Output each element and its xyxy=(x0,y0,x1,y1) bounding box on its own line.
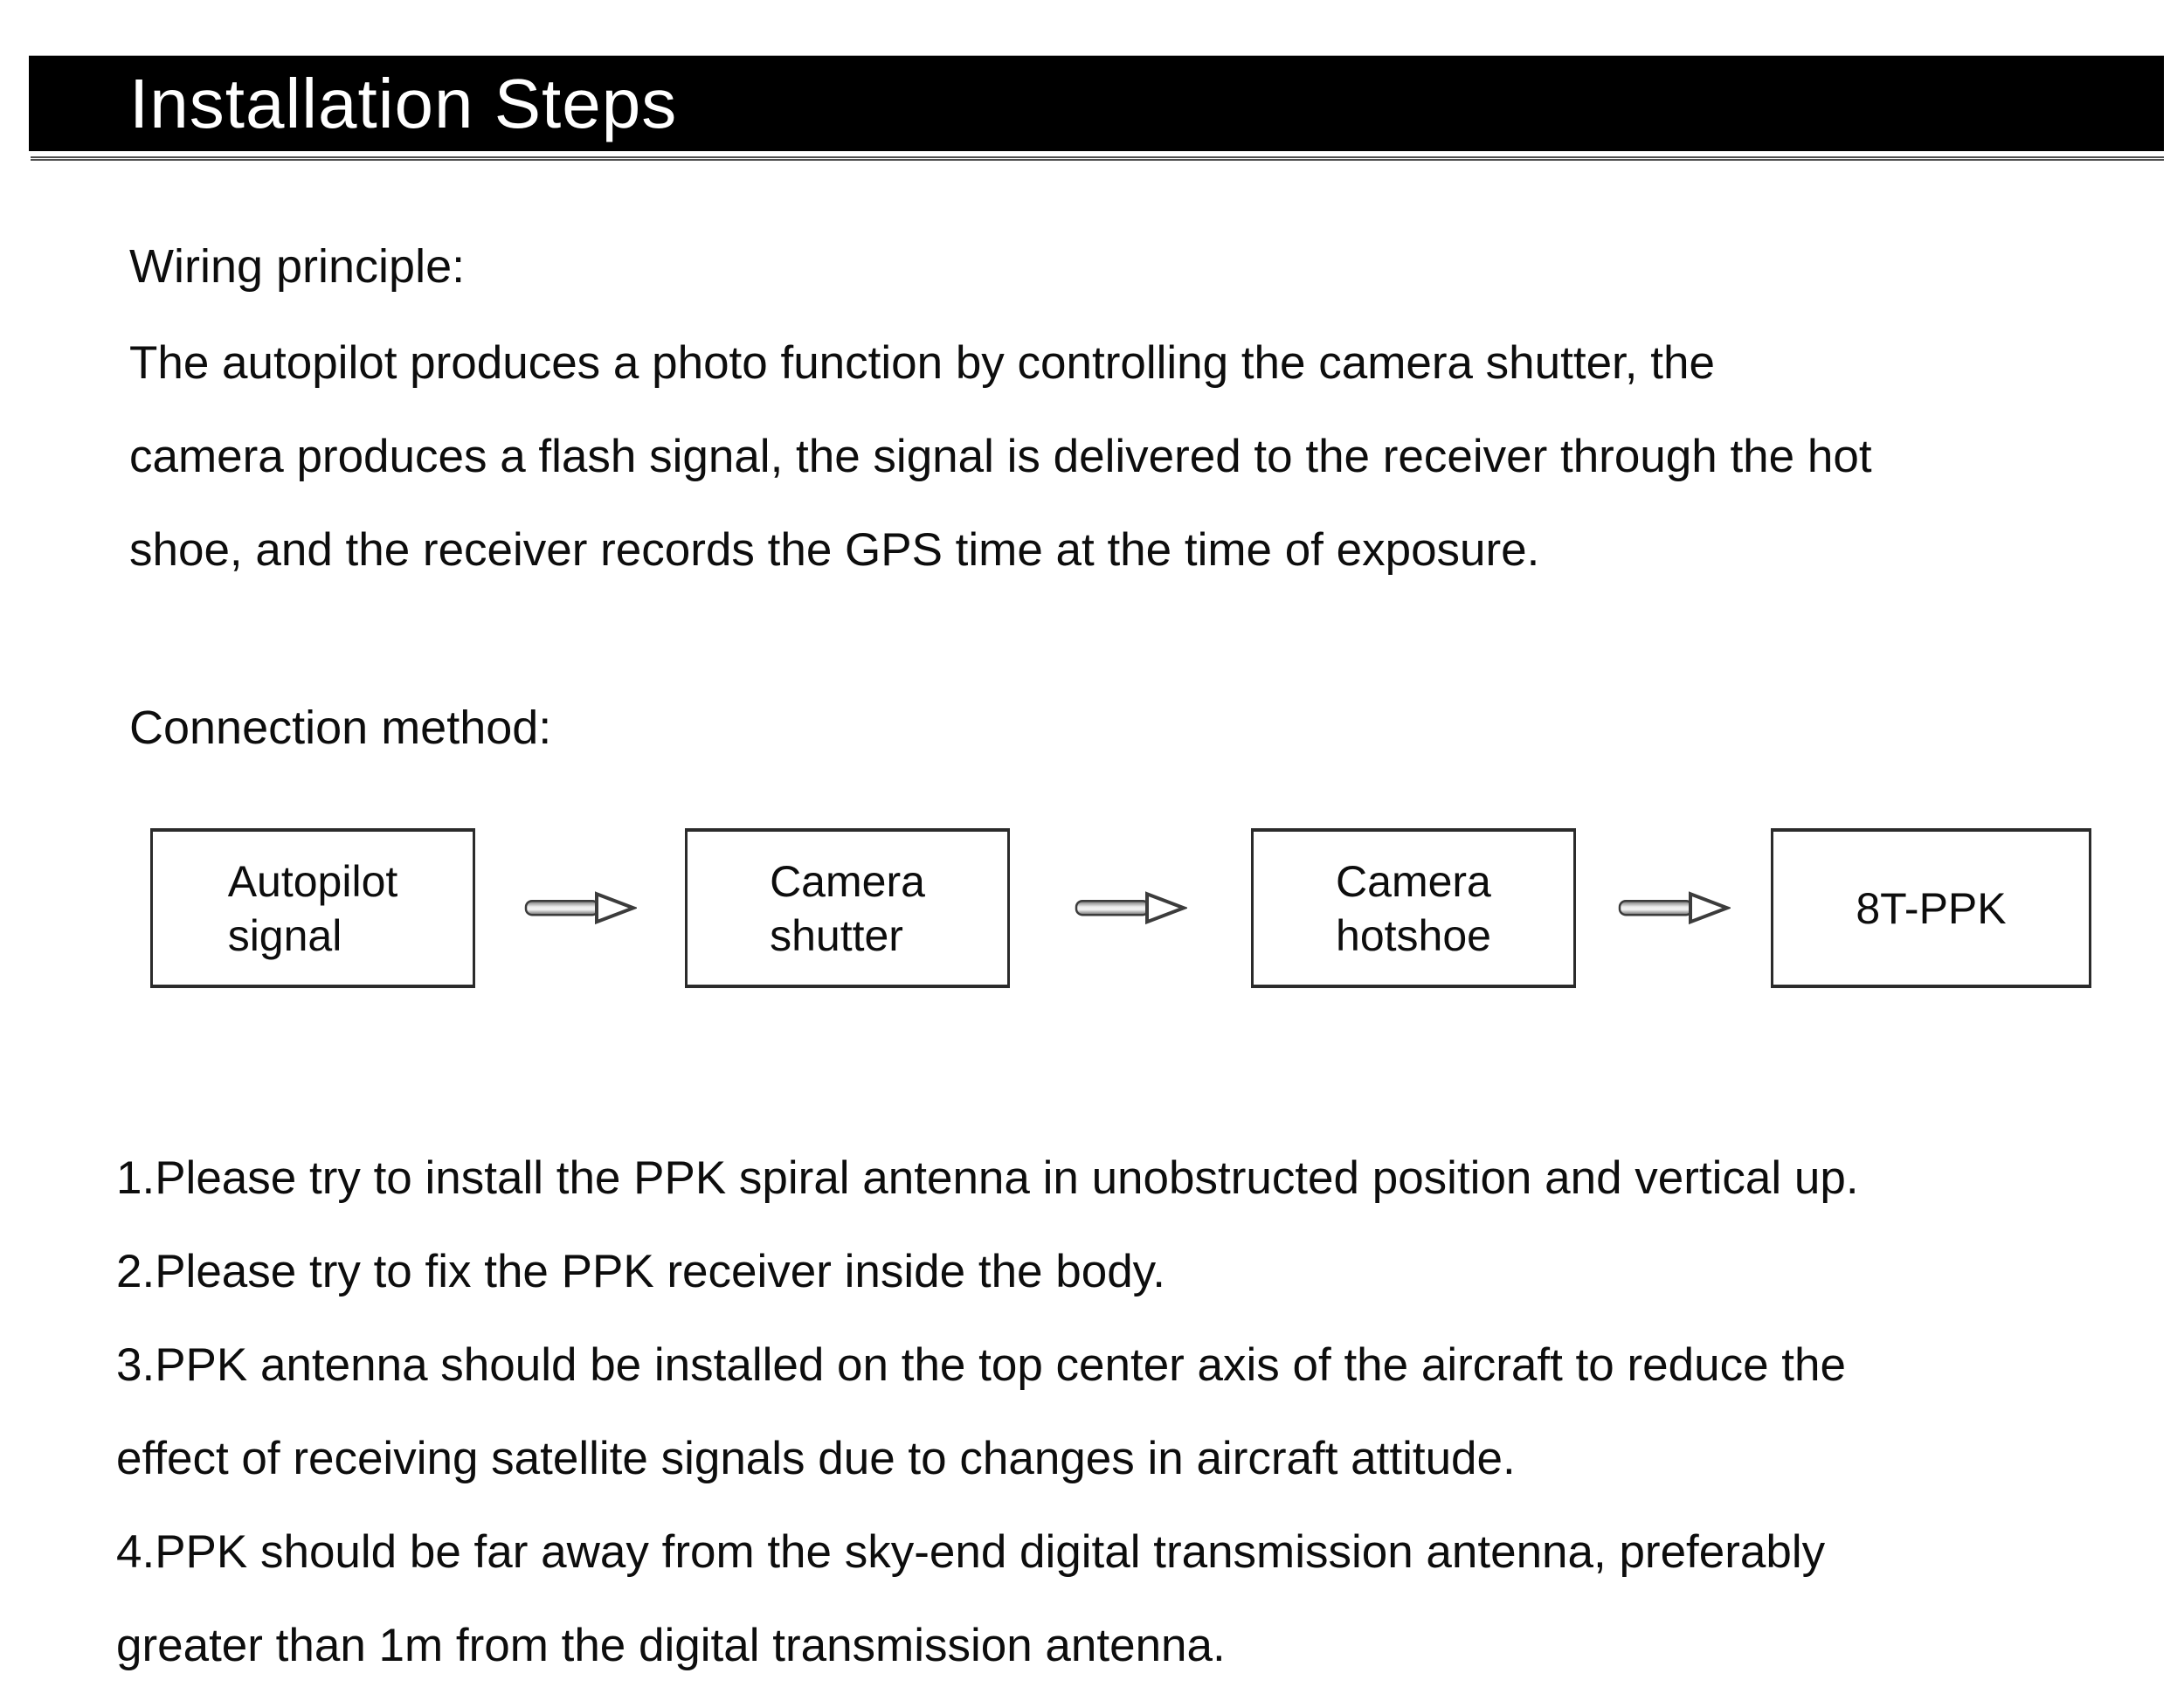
flow-box-label: Autopilot signal xyxy=(227,856,398,960)
flow-box-8t-ppk: 8T-PPK xyxy=(1771,828,2091,988)
step-item-2: 2.Please try to fix the PPK receiver ins… xyxy=(116,1246,1165,1297)
installation-steps-list: 1.Please try to install the PPK spiral a… xyxy=(116,1131,2178,1692)
page-title: Installation Steps xyxy=(129,64,678,142)
title-bar: Installation Steps xyxy=(29,55,2164,151)
step-item-3: 3.PPK antenna should be installed on the… xyxy=(116,1339,1846,1484)
connection-method-heading: Connection method: xyxy=(129,702,552,754)
step-item-4: 4.PPK should be far away from the sky-en… xyxy=(116,1526,1826,1671)
flow-box-label: Camera hotshoe xyxy=(1336,856,1491,960)
right-arrow-icon xyxy=(523,890,637,925)
flow-box-autopilot-signal: Autopilot signal xyxy=(150,828,475,988)
step-item-1: 1.Please try to install the PPK spiral a… xyxy=(116,1152,1859,1204)
flow-box-label: 8T-PPK xyxy=(1856,883,2007,933)
flow-box-camera-shutter: Camera shutter xyxy=(685,828,1010,988)
right-arrow-icon xyxy=(1074,890,1187,925)
title-separator-rule xyxy=(31,156,2164,161)
connection-flow-diagram: Autopilot signal Camera shutter xyxy=(150,828,2091,988)
wiring-principle-heading: Wiring principle: xyxy=(129,240,466,293)
flow-box-camera-hotshoe: Camera hotshoe xyxy=(1251,828,1576,988)
flow-box-label: Camera shutter xyxy=(770,856,925,960)
wiring-principle-paragraph: The autopilot produces a photo function … xyxy=(129,337,1872,576)
right-arrow-icon xyxy=(1617,890,1731,925)
